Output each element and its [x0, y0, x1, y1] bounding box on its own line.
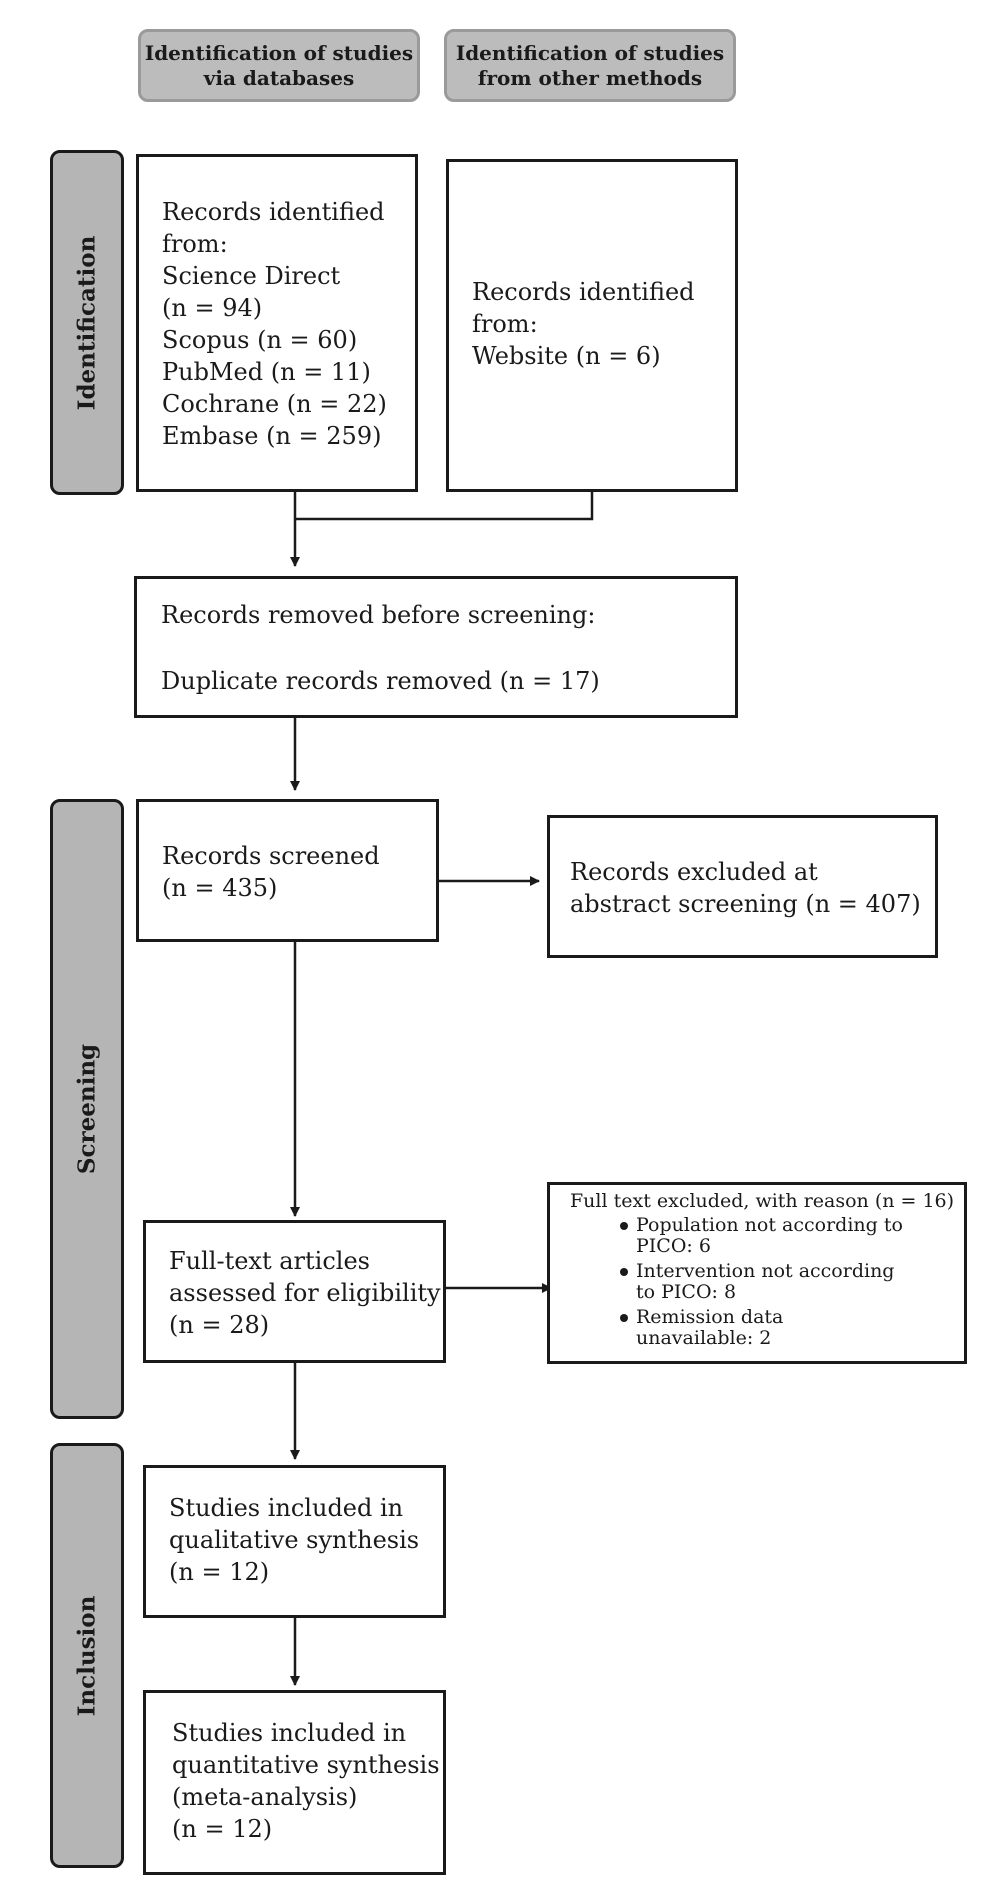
qualitative-line: Studies included in: [169, 1494, 404, 1522]
qualitative-line: qualitative synthesis: [169, 1526, 420, 1554]
box-fulltext-assessed: Full-text articles assessed for eligibil…: [143, 1220, 446, 1363]
header-databases-line-2: via databases: [203, 65, 355, 90]
fulltext-line: Full-text articles: [169, 1247, 370, 1275]
box-database-records: Records identified from: Science Direct …: [136, 154, 418, 492]
quantitative-line: (meta-analysis): [172, 1783, 358, 1811]
header-databases-line-1: Identification of studies: [144, 40, 414, 65]
header-other-line-2: from other methods: [477, 65, 703, 90]
header-databases: Identification of studies via databases: [138, 29, 420, 102]
excluded-abstract-line: Records excluded at: [570, 858, 818, 886]
other-records-line: from:: [472, 310, 538, 338]
box-qualitative-synthesis: Studies included in qualitative synthesi…: [143, 1465, 446, 1618]
exclusion-reason-line: unavailable: 2: [636, 1327, 772, 1349]
box-excluded-abstract: Records excluded at abstract screening (…: [547, 815, 938, 958]
fulltext-line: assessed for eligibility: [169, 1279, 441, 1307]
phase-bar-identification: Identification: [50, 150, 124, 495]
exclusion-reason-item: Remission data unavailable: 2: [618, 1307, 964, 1349]
header-other-line-1: Identification of studies: [455, 40, 725, 65]
excluded-abstract-line: abstract screening (n = 407): [570, 890, 921, 918]
header-other-methods: Identification of studies from other met…: [444, 29, 736, 102]
exclusion-reason-line: Population not according to: [636, 1214, 903, 1236]
box-quantitative-synthesis: Studies included in quantitative synthes…: [143, 1690, 446, 1875]
db-records-line: Science Direct: [162, 262, 341, 290]
exclusion-reason-line: Intervention not according: [636, 1260, 895, 1282]
db-records-line: from:: [162, 230, 228, 258]
qualitative-line: (n = 12): [169, 1558, 270, 1586]
db-records-line: Embase (n = 259): [162, 422, 382, 450]
db-records-line: Scopus (n = 60): [162, 326, 358, 354]
exclusion-reason-line: to PICO: 8: [636, 1281, 737, 1303]
connector-other-join: [295, 492, 594, 521]
quantitative-line: Studies included in: [172, 1719, 407, 1747]
db-records-line: PubMed (n = 11): [162, 358, 371, 386]
fulltext-line: (n = 28): [169, 1311, 270, 1339]
exclusion-reason-item: Intervention not according to PICO: 8: [618, 1261, 964, 1303]
other-records-line: Website (n = 6): [472, 342, 661, 370]
removed-title: Records removed before screening:: [161, 601, 596, 629]
exclusion-reason-item: Population not according to PICO: 6: [618, 1215, 964, 1257]
db-records-line: (n = 94): [162, 294, 263, 322]
box-records-screened: Records screened (n = 435): [136, 799, 439, 942]
box-other-records: Records identified from: Website (n = 6): [446, 159, 738, 492]
phase-bar-screening: Screening: [50, 799, 124, 1419]
box-records-removed: Records removed before screening: Duplic…: [134, 576, 738, 718]
fulltext-excluded-title: Full text excluded, with reason (n = 16): [570, 1190, 955, 1212]
exclusion-reason-line: Remission data: [636, 1306, 784, 1328]
db-records-line: Records identified: [162, 198, 385, 226]
removed-detail: Duplicate records removed (n = 17): [161, 667, 600, 695]
screened-line: (n = 435): [162, 874, 278, 902]
quantitative-line: quantitative synthesis: [172, 1751, 440, 1779]
screened-line: Records screened: [162, 842, 380, 870]
quantitative-line: (n = 12): [172, 1815, 273, 1843]
other-records-line: Records identified: [472, 278, 695, 306]
exclusion-reason-line: PICO: 6: [636, 1235, 711, 1257]
box-fulltext-excluded: Full text excluded, with reason (n = 16)…: [547, 1182, 967, 1364]
db-records-line: Cochrane (n = 22): [162, 390, 387, 418]
phase-bar-inclusion: Inclusion: [50, 1443, 124, 1868]
